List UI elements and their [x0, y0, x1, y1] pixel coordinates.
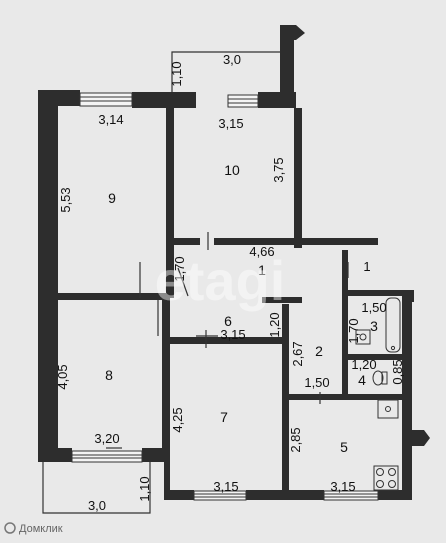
dim-wc-width: 1,20 — [351, 357, 376, 372]
dim-wc-side: 0,85 — [390, 359, 405, 384]
watermarks: etagi Домклик — [4, 249, 286, 535]
balcony-bottom — [42, 462, 151, 514]
dim-room2-bottom: 1,50 — [304, 375, 329, 390]
dimension-labels-horizontal: 3,0 3,14 3,15 4,66 1 1,50 3,15 1,20 1,50… — [88, 52, 387, 513]
dim-room8-side: 4,05 — [55, 364, 70, 389]
dim-hall-right: 1 — [363, 259, 370, 274]
room-7-number: 7 — [220, 409, 228, 425]
room-numbers: 9 10 1 6 2 3 4 8 7 5 — [105, 162, 378, 455]
doors — [106, 232, 349, 449]
dim-bath-width: 1,50 — [361, 300, 386, 315]
bath-sink — [355, 329, 371, 345]
dim-room6-width: 3,15 — [220, 327, 245, 342]
dim-room7-bottom: 3,15 — [213, 479, 238, 494]
toilet — [372, 370, 384, 386]
dim-room2-side: 2,67 — [290, 341, 305, 366]
dim-room7-side: 4,25 — [170, 407, 185, 432]
bathtub-drain — [390, 345, 396, 351]
room-6-number: 6 — [224, 313, 232, 329]
room-10-number: 10 — [224, 162, 240, 178]
watermark-center: etagi — [155, 249, 286, 312]
room-3-number: 3 — [370, 318, 378, 334]
stove — [373, 465, 399, 491]
interior-walls — [58, 108, 402, 500]
dim-room8-bottom: 3,20 — [94, 431, 119, 446]
room-9-number: 9 — [108, 190, 116, 206]
room-2-number: 2 — [315, 343, 323, 359]
room-5-number: 5 — [340, 439, 348, 455]
dim-hall-width: 4,66 — [249, 244, 274, 259]
dim-room9-side: 5,53 — [58, 187, 73, 212]
dim-room10-top: 3,15 — [218, 116, 243, 131]
domclick-logo-icon — [4, 522, 16, 534]
dim-kitchen-side: 2,85 — [288, 427, 303, 452]
dim-balcony-top-width: 3,0 — [223, 52, 241, 67]
dim-room6-side: 1,20 — [267, 312, 282, 337]
room-8-number: 8 — [105, 367, 113, 383]
dim-room9-top: 3,14 — [98, 112, 123, 127]
dim-balcony-bottom-depth: 1,10 — [137, 476, 152, 501]
kitchen-sink — [377, 399, 399, 419]
bath-fixtures — [355, 297, 401, 491]
outer-walls — [38, 25, 430, 500]
dimension-labels-vertical: 1,10 5,53 3,75 1,70 1,20 1,70 2,67 0,85 … — [55, 61, 405, 501]
dim-kitchen-bottom: 3,15 — [330, 479, 355, 494]
dim-bath-side: 1,70 — [346, 318, 361, 343]
watermark-domclick: Домклик — [19, 523, 63, 535]
dim-hall-side: 1,70 — [172, 256, 187, 281]
bathtub — [385, 297, 401, 353]
room-4-number: 4 — [358, 372, 366, 388]
windows — [71, 92, 379, 501]
dim-balcony-top-depth: 1,10 — [169, 61, 184, 86]
dim-balcony-bottom-width: 3,0 — [88, 498, 106, 513]
room-1-number: 1 — [258, 262, 266, 278]
dim-room10-side: 3,75 — [271, 157, 286, 182]
